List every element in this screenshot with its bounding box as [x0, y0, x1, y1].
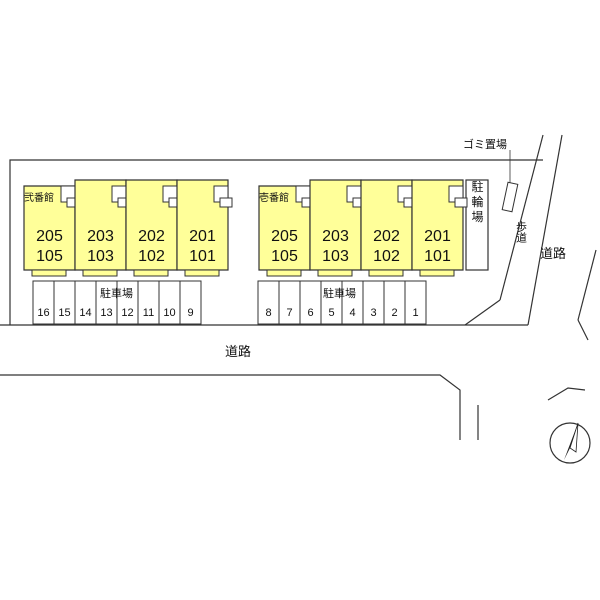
- unit-tab: [419, 269, 455, 277]
- parking-stall-number: 4: [349, 307, 355, 319]
- east-building: 205 105 203 103 202 102 201 101: [258, 179, 468, 277]
- parking-stall: [404, 280, 427, 325]
- west-parking: 16 15 14 13 12 11 10 9: [32, 280, 202, 325]
- east-parking: 8 7 6 5 4 3 2 1: [257, 280, 427, 325]
- unit-tab: [133, 269, 169, 277]
- site-boundary: [9, 159, 543, 325]
- sidewalk-edge-right: [527, 134, 563, 326]
- parking-stall-number: 11: [143, 307, 154, 319]
- road-east-edge: [577, 249, 597, 321]
- label-parking-east: 駐車場: [323, 286, 356, 300]
- parking-stall-number: 10: [163, 307, 175, 319]
- parking-stall-number: 1: [412, 307, 418, 319]
- label-garbage: ゴミ置場: [463, 137, 507, 151]
- unit-tab: [317, 269, 353, 277]
- unit-number-upper: 205: [271, 228, 298, 245]
- parking-stall-number: 8: [265, 307, 271, 319]
- unit-number-lower: 101: [424, 248, 451, 265]
- unit-number-lower: 103: [87, 248, 114, 265]
- unit-number-upper: 201: [189, 228, 216, 245]
- unit-number-lower: 101: [189, 248, 216, 265]
- bicycle-parking: [465, 179, 489, 271]
- garbage-box: [501, 181, 519, 213]
- unit-number-upper: 203: [87, 228, 114, 245]
- label-building-west: 弐番館: [24, 191, 54, 204]
- unit-number-upper: 202: [138, 228, 165, 245]
- parking-stall-number: 14: [79, 307, 91, 319]
- unit-tab: [184, 269, 220, 277]
- parking-stall-number: 12: [121, 307, 133, 319]
- unit-tab: [31, 269, 67, 277]
- unit-number-lower: 105: [271, 248, 298, 265]
- unit-number-lower: 102: [138, 248, 165, 265]
- parking-stall-number: 5: [328, 307, 334, 319]
- label-building-east: 壱番館: [259, 191, 289, 204]
- unit-tab: [368, 269, 404, 277]
- site-boundary-east: [464, 299, 501, 326]
- parking-stall-number: 2: [391, 307, 397, 319]
- road-corner-east: [547, 387, 586, 401]
- unit-tab: [82, 269, 118, 277]
- label-road-east: 道路: [540, 246, 566, 262]
- parking-stall-number: 15: [58, 307, 70, 319]
- parking-stall-number: 7: [286, 307, 292, 319]
- label-bicycle-parking: 駐輪場: [470, 179, 484, 225]
- parking-stall-number: 13: [100, 307, 112, 319]
- unit-number-lower: 102: [373, 248, 400, 265]
- road-lower-edge: [0, 374, 461, 440]
- entrance-step: [454, 197, 468, 208]
- north-arrow-icon: [549, 422, 591, 464]
- parking-stall-number: 3: [370, 307, 376, 319]
- entrance-step: [219, 197, 233, 208]
- unit-number-upper: 203: [322, 228, 349, 245]
- unit-tab: [266, 269, 302, 277]
- parking-stall-number: 9: [187, 307, 193, 319]
- unit-number-upper: 202: [373, 228, 400, 245]
- unit-number-upper: 205: [36, 228, 63, 245]
- label-parking-west: 駐車場: [100, 286, 133, 300]
- unit-number-lower: 103: [322, 248, 349, 265]
- unit-number-lower: 105: [36, 248, 63, 265]
- label-sidewalk: 歩道: [515, 220, 528, 243]
- unit-number-upper: 201: [424, 228, 451, 245]
- road-east-edge-2: [577, 319, 589, 341]
- parking-stall-number: 6: [307, 307, 313, 319]
- label-road-main: 道路: [225, 344, 251, 360]
- west-building: 205 105 203 103 202 102 201 101: [23, 179, 233, 277]
- sidewalk-edge-left: [499, 134, 544, 301]
- parking-stall-number: 16: [37, 307, 49, 319]
- parking-stall: [179, 280, 202, 325]
